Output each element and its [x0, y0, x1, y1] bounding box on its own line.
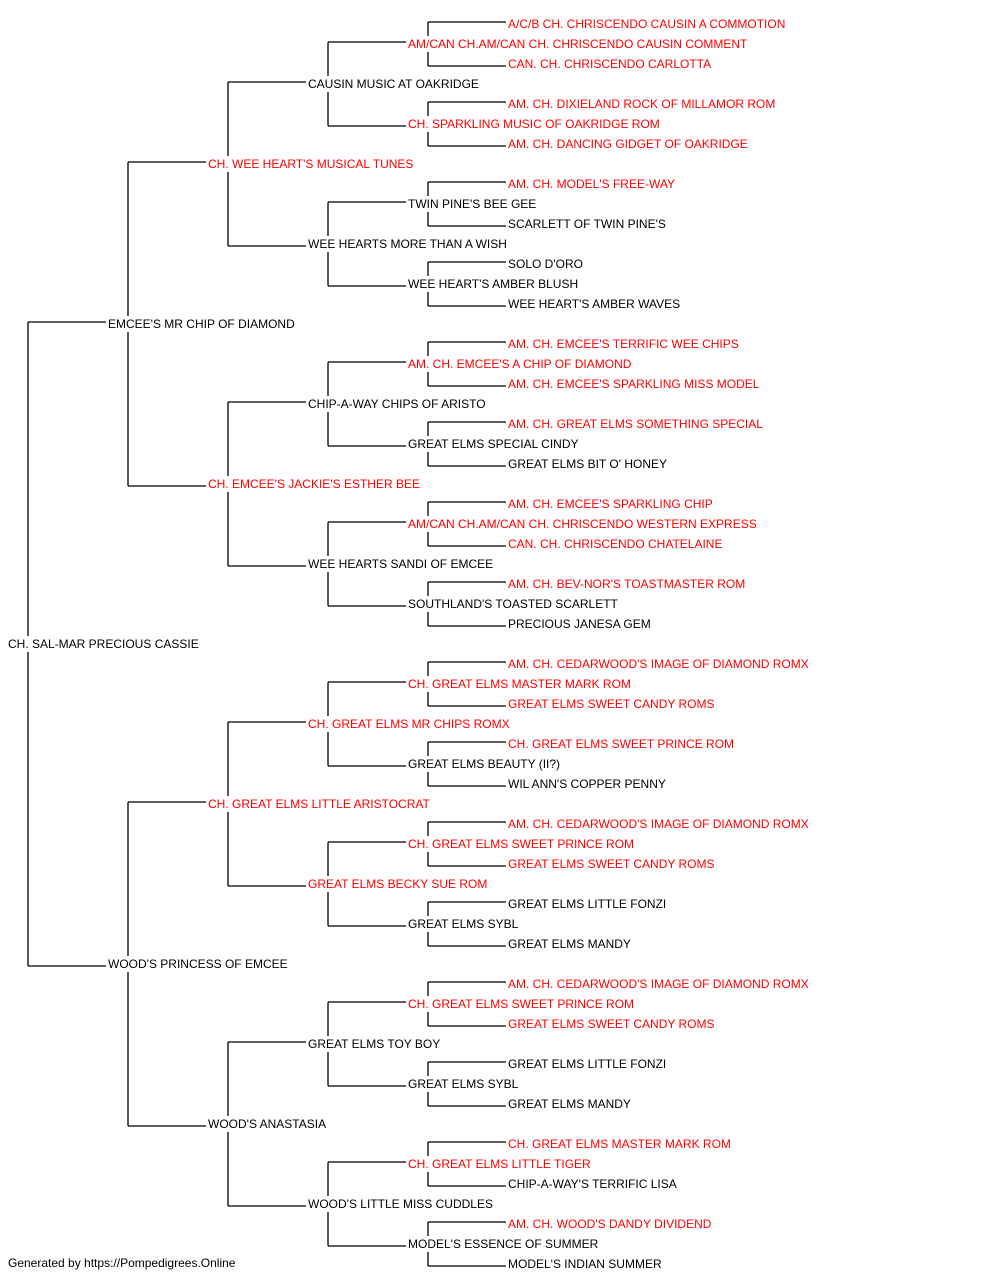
dog-name-gen5: AM. CH. CEDARWOOD'S IMAGE OF DIAMOND ROM… [508, 657, 809, 671]
dog-name-gen5: SCARLETT OF TWIN PINE'S [508, 217, 666, 231]
pedigree-labels: CH. SAL-MAR PRECIOUS CASSIE EMCEE'S MR CH… [8, 17, 809, 1271]
dog-name-gen5: A/C/B CH. CHRISCENDO CAUSIN A COMMOTION [508, 17, 785, 31]
pedigree-connectors [27, 21, 506, 1267]
dog-name-gen5: AM. CH. BEV-NOR'S TOASTMASTER ROM [508, 577, 745, 591]
dog-name-gen2: CH. WEE HEART'S MUSICAL TUNES [208, 157, 413, 171]
dog-name-gen4: AM/CAN CH.AM/CAN CH. CHRISCENDO CAUSIN C… [408, 37, 748, 51]
dog-name-gen5: GREAT ELMS MANDY [508, 937, 631, 951]
dog-name-gen5: CAN. CH. CHRISCENDO CARLOTTA [508, 57, 711, 71]
dog-name-gen5: MODEL'S INDIAN SUMMER [508, 1257, 662, 1271]
dog-name-gen5: WIL ANN'S COPPER PENNY [508, 777, 666, 791]
dog-name-gen5: WEE HEART'S AMBER WAVES [508, 297, 680, 311]
dog-name-gen4: SOUTHLAND'S TOASTED SCARLETT [408, 597, 619, 611]
dog-name-gen2: CH. EMCEE'S JACKIE'S ESTHER BEE [208, 477, 420, 491]
dog-name-gen2: CH. GREAT ELMS LITTLE ARISTOCRAT [208, 797, 430, 811]
dog-name-gen1: EMCEE'S MR CHIP OF DIAMOND [108, 317, 295, 331]
dog-name-gen0: CH. SAL-MAR PRECIOUS CASSIE [8, 637, 199, 651]
dog-name-gen5: GREAT ELMS LITTLE FONZI [508, 897, 666, 911]
dog-name-gen1: WOOD'S PRINCESS OF EMCEE [108, 957, 288, 971]
dog-name-gen5: GREAT ELMS SWEET CANDY ROMS [508, 697, 714, 711]
dog-name-gen3: CAUSIN MUSIC AT OAKRIDGE [308, 77, 479, 91]
dog-name-gen4: GREAT ELMS SYBL [408, 917, 519, 931]
dog-name-gen4: GREAT ELMS BEAUTY (II?) [408, 757, 560, 771]
dog-name-gen4: CH. GREAT ELMS SWEET PRINCE ROM [408, 837, 634, 851]
dog-name-gen3: WOOD'S LITTLE MISS CUDDLES [308, 1197, 493, 1211]
dog-name-gen4: WEE HEART'S AMBER BLUSH [408, 277, 578, 291]
dog-name-gen4: AM. CH. EMCEE'S A CHIP OF DIAMOND [408, 357, 632, 371]
dog-name-gen4: CH. SPARKLING MUSIC OF OAKRIDGE ROM [408, 117, 660, 131]
dog-name-gen3: GREAT ELMS TOY BOY [308, 1037, 440, 1051]
dog-name-gen4: CH. GREAT ELMS MASTER MARK ROM [408, 677, 631, 691]
dog-name-gen5: PRECIOUS JANESA GEM [508, 617, 651, 631]
dog-name-gen5: SOLO D'ORO [508, 257, 583, 271]
dog-name-gen5: GREAT ELMS MANDY [508, 1097, 631, 1111]
dog-name-gen5: CHIP-A-WAY'S TERRIFIC LISA [508, 1177, 677, 1191]
dog-name-gen5: GREAT ELMS LITTLE FONZI [508, 1057, 666, 1071]
dog-name-gen3: WEE HEARTS MORE THAN A WISH [308, 237, 507, 251]
dog-name-gen5: CH. GREAT ELMS MASTER MARK ROM [508, 1137, 731, 1151]
dog-name-gen5: AM. CH. WOOD'S DANDY DIVIDEND [508, 1217, 712, 1231]
dog-name-gen3: WEE HEARTS SANDI OF EMCEE [308, 557, 493, 571]
dog-name-gen4: MODEL'S ESSENCE OF SUMMER [408, 1237, 599, 1251]
dog-name-gen4: AM/CAN CH.AM/CAN CH. CHRISCENDO WESTERN … [408, 517, 757, 531]
dog-name-gen5: AM. CH. DANCING GIDGET OF OAKRIDGE [508, 137, 748, 151]
dog-name-gen5: AM. CH. EMCEE'S SPARKLING MISS MODEL [508, 377, 760, 391]
dog-name-gen3: GREAT ELMS BECKY SUE ROM [308, 877, 487, 891]
dog-name-gen5: AM. CH. CEDARWOOD'S IMAGE OF DIAMOND ROM… [508, 817, 809, 831]
dog-name-gen4: GREAT ELMS SPECIAL CINDY [408, 437, 579, 451]
dog-name-gen5: AM. CH. EMCEE'S TERRIFIC WEE CHIPS [508, 337, 739, 351]
dog-name-gen3: CHIP-A-WAY CHIPS OF ARISTO [308, 397, 486, 411]
dog-name-gen4: CH. GREAT ELMS LITTLE TIGER [408, 1157, 591, 1171]
dog-name-gen5: CAN. CH. CHRISCENDO CHATELAINE [508, 537, 722, 551]
dog-name-gen3: CH. GREAT ELMS MR CHIPS ROMX [308, 717, 510, 731]
dog-name-gen4: TWIN PINE'S BEE GEE [408, 197, 536, 211]
dog-name-gen4: CH. GREAT ELMS SWEET PRINCE ROM [408, 997, 634, 1011]
dog-name-gen4: GREAT ELMS SYBL [408, 1077, 519, 1091]
dog-name-gen5: AM. CH. EMCEE'S SPARKLING CHIP [508, 497, 713, 511]
footer-credit: Generated by https://Pompedigrees.Online [8, 1256, 236, 1270]
dog-name-gen5: AM. CH. GREAT ELMS SOMETHING SPECIAL [508, 417, 763, 431]
dog-name-gen5: GREAT ELMS SWEET CANDY ROMS [508, 1017, 714, 1031]
dog-name-gen5: AM. CH. CEDARWOOD'S IMAGE OF DIAMOND ROM… [508, 977, 809, 991]
dog-name-gen5: GREAT ELMS BIT O' HONEY [508, 457, 667, 471]
dog-name-gen2: WOOD'S ANASTASIA [208, 1117, 326, 1131]
dog-name-gen5: AM. CH. DIXIELAND ROCK OF MILLAMOR ROM [508, 97, 775, 111]
dog-name-gen5: AM. CH. MODEL'S FREE-WAY [508, 177, 675, 191]
dog-name-gen5: GREAT ELMS SWEET CANDY ROMS [508, 857, 714, 871]
dog-name-gen5: CH. GREAT ELMS SWEET PRINCE ROM [508, 737, 734, 751]
